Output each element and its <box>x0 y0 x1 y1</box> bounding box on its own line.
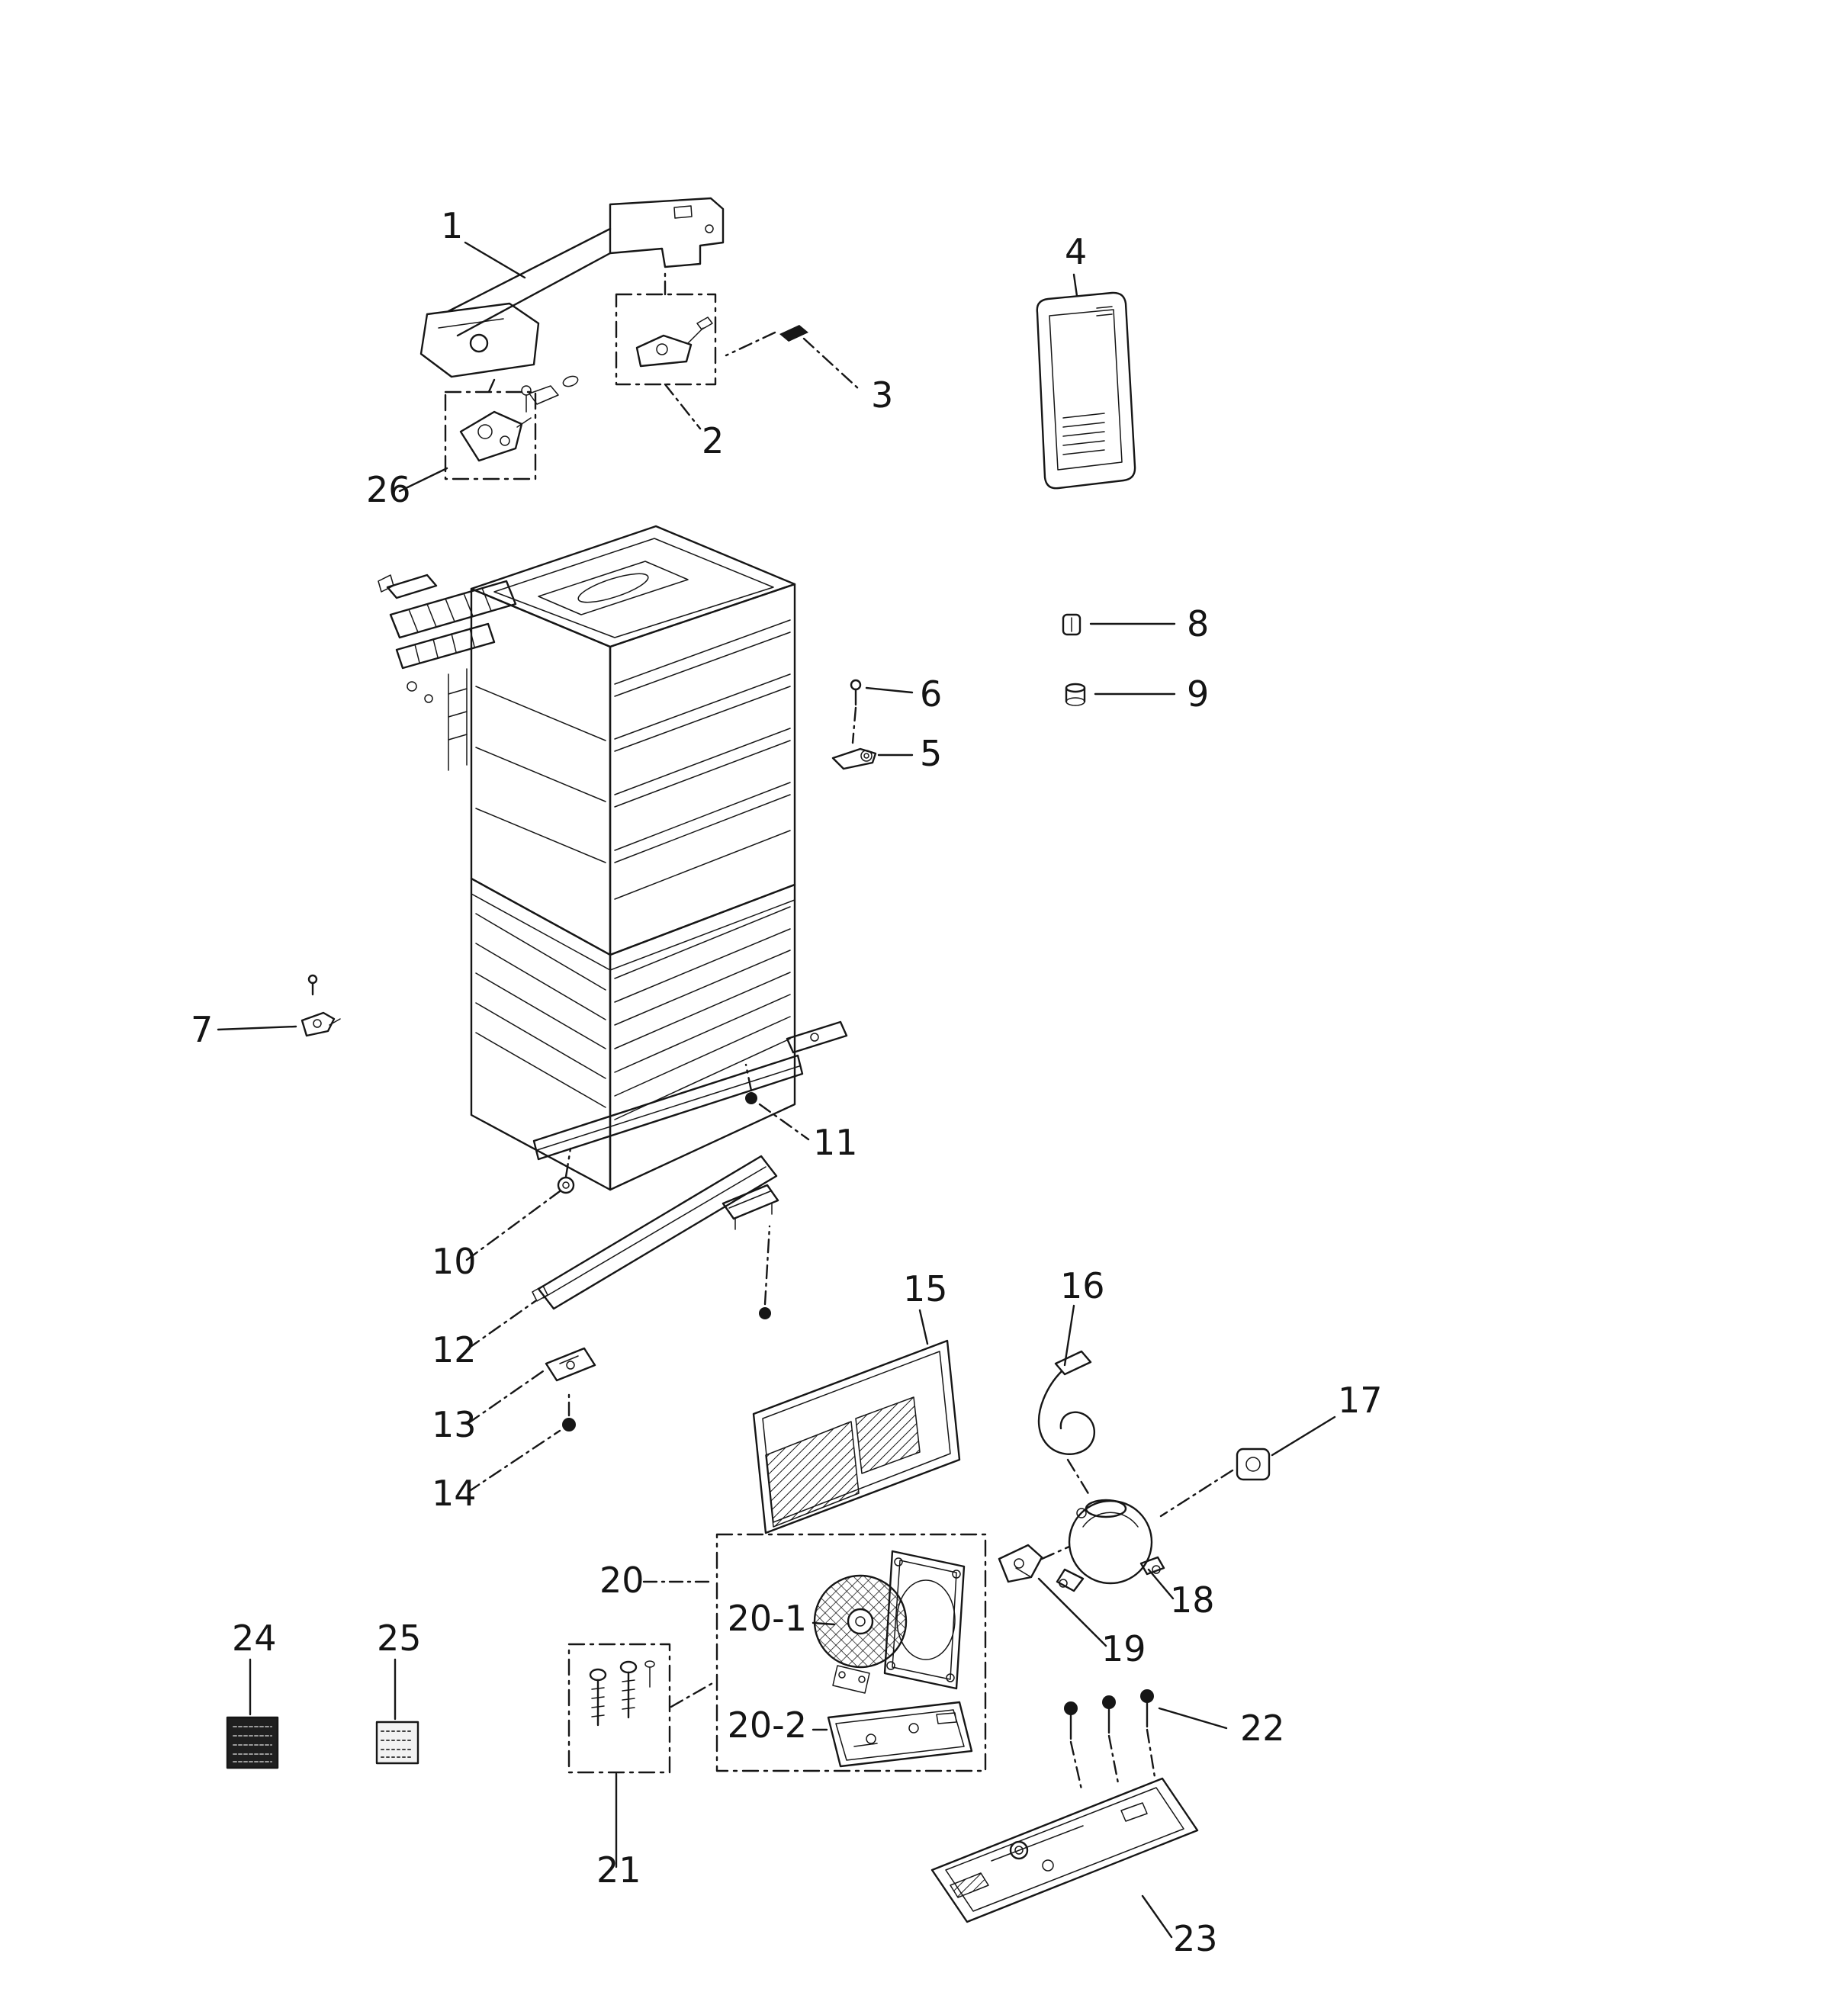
callout-5[interactable]: 5 <box>920 733 942 774</box>
callout-10[interactable]: 10 <box>432 1241 477 1282</box>
part-11-cap <box>745 1092 810 1141</box>
part-1-top-bracket <box>419 197 725 413</box>
part-20-1-fan-motor <box>812 1550 966 1694</box>
part-10-pin <box>465 1176 575 1261</box>
callout-16[interactable]: 16 <box>1060 1265 1105 1306</box>
part-4-cover-panel <box>1036 273 1136 490</box>
part-22-bolts <box>1064 1689 1228 1791</box>
callout-4[interactable]: 4 <box>1065 231 1087 272</box>
callout-22[interactable]: 22 <box>1240 1708 1285 1749</box>
callout-8[interactable]: 8 <box>1187 603 1209 644</box>
part-6-screw <box>850 679 914 744</box>
part-20-2-drain-tray <box>812 1701 973 1768</box>
refrigerator-cabinet <box>378 525 848 1417</box>
callout-13[interactable]: 13 <box>432 1404 477 1445</box>
callout-26[interactable]: 26 <box>366 469 411 510</box>
part-18-compressor <box>1056 1499 1175 1600</box>
callout-6[interactable]: 6 <box>920 673 942 715</box>
part-25-label-plate <box>375 1658 419 1765</box>
callout-25[interactable]: 25 <box>377 1618 422 1659</box>
callout-14[interactable]: 14 <box>432 1473 477 1514</box>
part-13-foot <box>467 1347 596 1425</box>
callout-12[interactable]: 12 <box>432 1329 477 1370</box>
part-26-hinge-kit <box>398 385 559 493</box>
callout-18[interactable]: 18 <box>1170 1579 1215 1621</box>
part-19-bracket <box>998 1544 1107 1647</box>
part-7-clip <box>217 974 341 1037</box>
part-5-lever <box>831 747 914 770</box>
callout-20[interactable]: 20 <box>599 1560 644 1601</box>
part-24-label-plate <box>226 1658 279 1769</box>
callout-19[interactable]: 19 <box>1101 1628 1146 1669</box>
callout-23[interactable]: 23 <box>1173 1918 1218 1959</box>
callout-17[interactable]: 17 <box>1338 1380 1383 1421</box>
callout-20-1[interactable]: 20-1 <box>728 1598 807 1639</box>
part-23-drain-pan <box>930 1777 1199 1939</box>
part-2-hinge-kit <box>615 270 717 430</box>
part-3-clip <box>725 325 860 390</box>
part-8-cap <box>1062 613 1176 636</box>
callout-21[interactable]: 21 <box>596 1849 641 1891</box>
callout-1[interactable]: 1 <box>441 205 463 246</box>
callout-9[interactable]: 9 <box>1187 673 1209 715</box>
part-9-bushing <box>1065 683 1176 706</box>
part-15-grille <box>752 1309 961 1534</box>
part-21-screw-kit <box>567 1643 715 1868</box>
part-14-cap <box>467 1418 576 1493</box>
callout-20-2[interactable]: 20-2 <box>728 1705 807 1746</box>
part-16-hook <box>1037 1304 1096 1496</box>
callout-7[interactable]: 7 <box>191 1009 213 1050</box>
callout-11[interactable]: 11 <box>813 1122 858 1163</box>
callout-15[interactable]: 15 <box>903 1268 948 1309</box>
part-12-support-bracket <box>467 1155 779 1350</box>
callout-24[interactable]: 24 <box>232 1618 277 1659</box>
part-17-grommet <box>1159 1415 1336 1518</box>
callout-2[interactable]: 2 <box>702 420 724 461</box>
callout-3[interactable]: 3 <box>871 374 893 416</box>
part-20-fan-assembly <box>642 1533 987 1772</box>
